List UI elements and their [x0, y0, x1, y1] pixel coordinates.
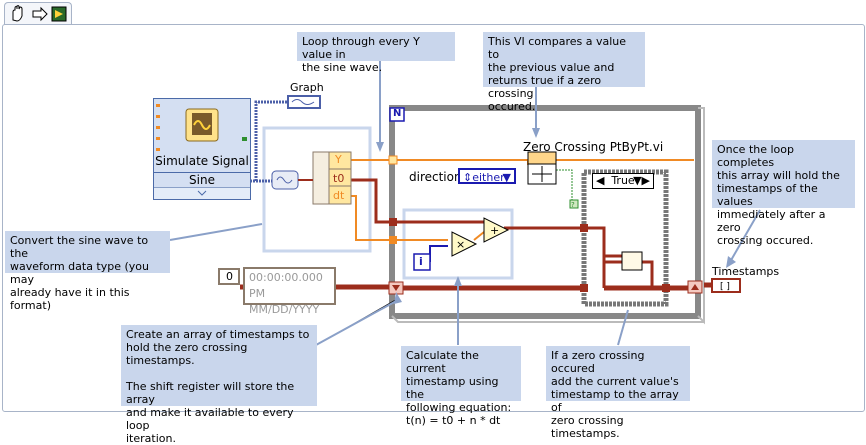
note-loop-y: Loop through every Y value in the sine w…	[297, 32, 455, 74]
timestamp-time: 00:00:00.000 PM	[249, 271, 323, 300]
note-create-array: Create an array of timestamps to hold th…	[121, 325, 317, 445]
svg-text:?: ?	[571, 201, 575, 209]
case-structure-border	[581, 169, 669, 307]
array-index-display[interactable]: 0	[218, 268, 240, 285]
dt-wire	[350, 195, 448, 241]
timestamps-label: Timestamps	[712, 265, 780, 278]
graph-indicator	[287, 95, 321, 109]
for-loop-border	[389, 105, 701, 319]
svg-text:×: ×	[456, 238, 465, 251]
svg-text:[ ]: [ ]	[720, 282, 730, 292]
loop-count-label: N	[393, 108, 402, 119]
t0-terminal-label: t0	[333, 172, 345, 185]
iteration-terminal-box	[413, 253, 431, 271]
zero-crossing-label: Zero Crossing PtByPt.vi	[523, 140, 664, 154]
case-selector[interactable]: ◀ True ▼▶	[592, 173, 654, 189]
note-convert: Convert the sine wave to the waveform da…	[5, 231, 170, 312]
tool-palette	[4, 2, 72, 25]
graph-label: Graph	[290, 81, 324, 94]
timestamp-date: MM/DD/YYYY	[249, 303, 320, 316]
multiply-node	[451, 231, 478, 257]
build-array-node	[621, 251, 643, 271]
expand-chevron-icon[interactable]	[154, 187, 250, 199]
ring-arrows-icon: ⇕	[463, 171, 473, 184]
note-once-loop: Once the loop completes this array will …	[712, 140, 855, 247]
direction-ring-control[interactable]: ⇕either ▼	[458, 168, 516, 184]
iteration-terminal-label: i	[419, 255, 423, 268]
palette-icons	[12, 5, 67, 22]
y-terminal-label: Y	[335, 153, 342, 166]
simulate-signal-vi[interactable]: Simulate Signal Sine	[153, 98, 251, 200]
y-tunnel	[388, 155, 398, 165]
t0-tunnel	[389, 218, 397, 226]
to-waveform-node	[271, 170, 299, 190]
loop-count-terminal	[389, 107, 405, 122]
dt-terminal-label: dt	[333, 189, 345, 202]
iteration-wire	[429, 245, 448, 262]
svg-text:+: +	[490, 224, 499, 237]
t0-wire	[350, 178, 484, 224]
convert-group-outline	[262, 126, 372, 253]
simulate-signal-mode[interactable]: Sine	[154, 172, 250, 188]
case-next-icon[interactable]: ▼▶	[633, 174, 650, 187]
note-calculate: Calculate the current timestamp using th…	[401, 346, 521, 427]
hand-tool-icon[interactable]	[12, 5, 23, 22]
direction-value: either	[472, 171, 505, 184]
note-if-zero: If a zero crossing occured add the curre…	[546, 346, 690, 440]
run-icon[interactable]	[51, 6, 67, 22]
dt-tunnel	[389, 236, 397, 244]
note-compare: This VI compares a value to the previous…	[483, 32, 645, 113]
arrow-tool-icon[interactable]	[32, 6, 48, 22]
dropdown-arrow-icon: ▼	[502, 171, 511, 184]
graph-wire	[250, 100, 288, 183]
case-prev-icon[interactable]: ◀	[596, 174, 605, 187]
timestamp-array-constant[interactable]: 00:00:00.000 PM MM/DD/YYYY	[243, 267, 336, 316]
add-node	[483, 217, 510, 243]
simulate-signal-label: Simulate Signal	[155, 154, 249, 168]
direction-label: direction	[409, 170, 462, 184]
timestamps-indicator	[711, 278, 741, 293]
case-selector-value: True	[611, 174, 635, 187]
simulate-signal-icon	[156, 104, 247, 151]
block-diagram-frame	[2, 24, 865, 412]
